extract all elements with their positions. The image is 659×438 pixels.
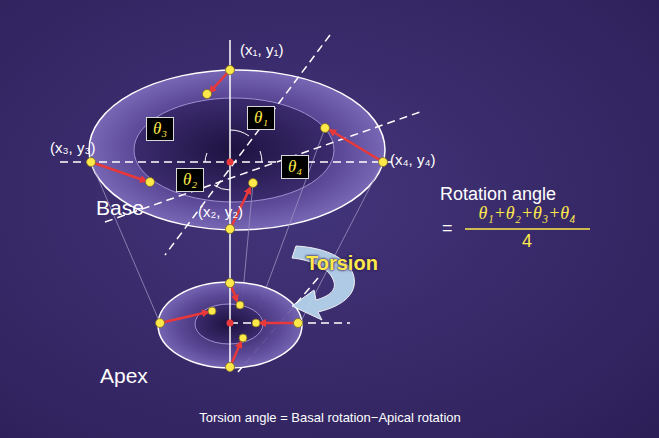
region-label: Apex bbox=[100, 364, 148, 387]
region-label: Base bbox=[96, 196, 144, 219]
torsion-label: Torsion bbox=[306, 252, 378, 274]
coordinate-label: (x₄, y₄) bbox=[390, 152, 436, 169]
coordinate-label: (x₂, y₂) bbox=[198, 204, 243, 221]
angle-label: θ₁ bbox=[254, 108, 268, 127]
angle-box: θ₄ bbox=[281, 155, 309, 179]
angle-box: θ₁ bbox=[247, 106, 275, 130]
formula-label: = bbox=[442, 219, 453, 239]
coordinate-label: (x₃, y₃) bbox=[50, 140, 96, 157]
coordinate-label: (x₁, y₁) bbox=[240, 42, 283, 59]
formula-numerator: θ₁+θ₂+θ₃+θ₄ bbox=[479, 204, 576, 224]
angle-label: θ₄ bbox=[288, 157, 302, 176]
angle-label: θ₃ bbox=[153, 119, 167, 138]
angle-label: θ₂ bbox=[183, 170, 197, 189]
angle-box: θ₃ bbox=[146, 117, 174, 141]
caption-text: Torsion angle = Basal rotation−Apical ro… bbox=[199, 411, 461, 425]
angle-box: θ₂ bbox=[176, 168, 204, 192]
formula-denominator: 4 bbox=[522, 232, 532, 252]
formula-label: Rotation angle bbox=[440, 185, 556, 205]
